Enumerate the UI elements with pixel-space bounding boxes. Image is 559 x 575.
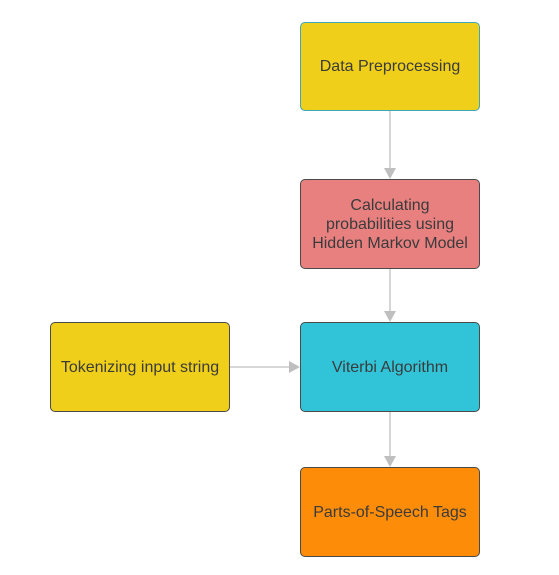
node-data-preprocessing: Data Preprocessing <box>300 22 480 111</box>
node-viterbi-algorithm: Viterbi Algorithm <box>300 322 480 412</box>
arrowhead-pos <box>384 456 396 467</box>
node-calculating-probabilities: Calculating probabilities using Hidden M… <box>300 179 480 269</box>
node-tokenizing-input: Tokenizing input string <box>50 322 230 412</box>
arrowhead-hmm <box>384 168 396 179</box>
node-pos-tags: Parts-of-Speech Tags <box>300 467 480 557</box>
arrowhead-viterbi-left <box>289 361 300 373</box>
arrowhead-viterbi-top <box>384 311 396 322</box>
